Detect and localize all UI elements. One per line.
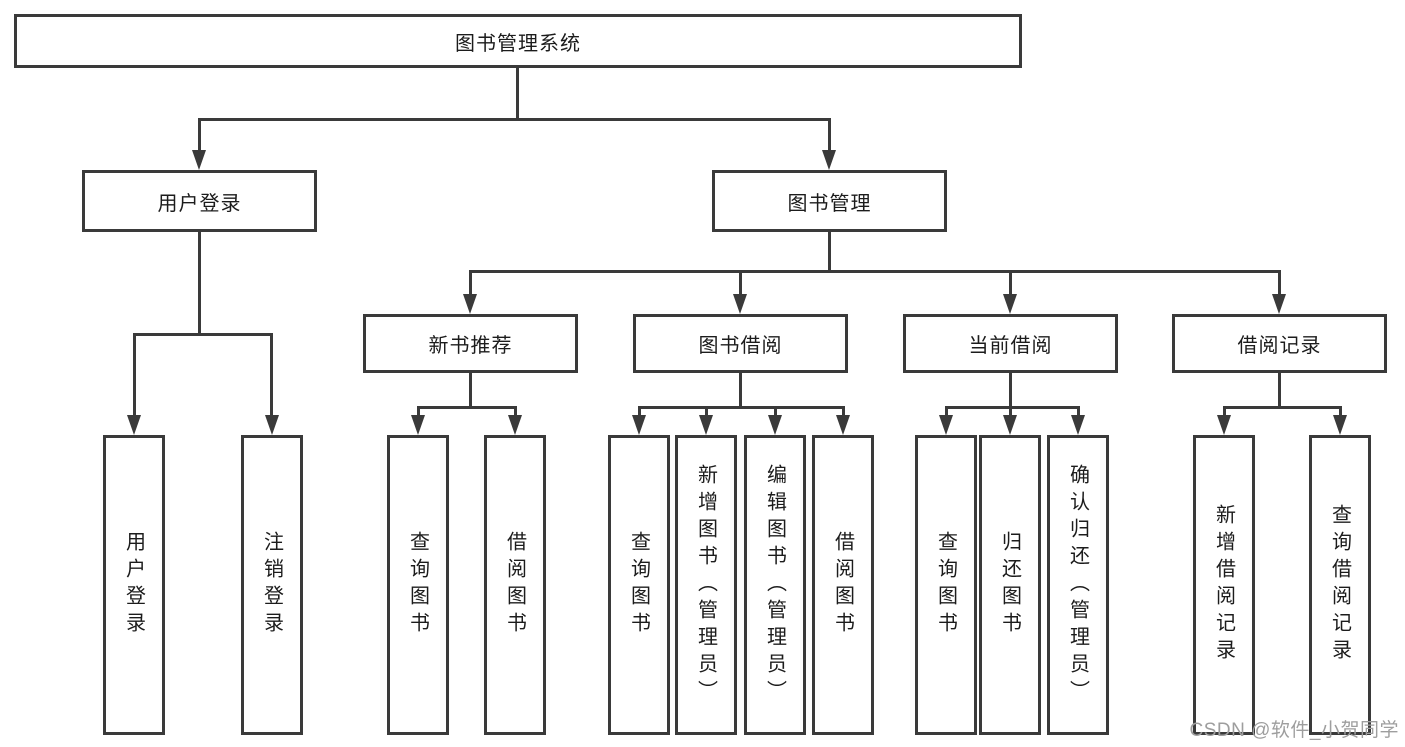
connector-drop-bb-query bbox=[638, 406, 641, 416]
connector-root-stem bbox=[516, 68, 519, 120]
connector-drop-book-borrow bbox=[739, 270, 742, 295]
node-leaf-br-add-record: 新增借阅记录 bbox=[1193, 435, 1255, 735]
arrowhead-bb-add bbox=[699, 415, 713, 435]
node-leaf-bb-edit-books-label: 编辑图书（管理员） bbox=[763, 463, 786, 707]
arrowhead-bb-query bbox=[632, 415, 646, 435]
connector-user-login-branch bbox=[133, 333, 273, 336]
connector-current-borrow-stem bbox=[1009, 373, 1012, 408]
node-book-borrow: 图书借阅 bbox=[633, 314, 848, 373]
arrowhead-bb-borrow bbox=[836, 415, 850, 435]
node-book-mgmt: 图书管理 bbox=[712, 170, 947, 232]
connector-current-borrow-branch bbox=[945, 406, 1080, 409]
arrowhead-br-query bbox=[1333, 415, 1347, 435]
node-new-book-rec: 新书推荐 bbox=[363, 314, 578, 373]
arrowhead-user-login-leaf bbox=[127, 415, 141, 435]
node-leaf-nb-query-books: 查询图书 bbox=[387, 435, 449, 735]
node-new-book-rec-label: 新书推荐 bbox=[428, 335, 513, 357]
arrowhead-book-mgmt bbox=[822, 150, 836, 170]
connector-drop-book-mgmt bbox=[828, 118, 831, 151]
node-borrow-records: 借阅记录 bbox=[1172, 314, 1387, 373]
node-leaf-cb-query-books-label: 查询图书 bbox=[934, 531, 957, 639]
node-leaf-user-login: 用户登录 bbox=[103, 435, 165, 735]
connector-drop-cb-confirm bbox=[1077, 406, 1080, 416]
arrowhead-cb-query bbox=[939, 415, 953, 435]
node-leaf-bb-borrow-books: 借阅图书 bbox=[812, 435, 874, 735]
node-user-login: 用户登录 bbox=[82, 170, 317, 232]
arrowhead-br-add bbox=[1217, 415, 1231, 435]
connector-new-book-rec-stem bbox=[469, 373, 472, 408]
node-leaf-nb-borrow-books: 借阅图书 bbox=[484, 435, 546, 735]
connector-book-mgmt-stem bbox=[828, 232, 831, 272]
node-leaf-nb-query-books-label: 查询图书 bbox=[406, 531, 429, 639]
connector-level3-branch bbox=[469, 270, 1281, 273]
node-leaf-br-add-record-label: 新增借阅记录 bbox=[1212, 504, 1235, 666]
connector-drop-current-borrow bbox=[1009, 270, 1012, 295]
node-leaf-cb-return-books: 归还图书 bbox=[979, 435, 1041, 735]
connector-book-borrow-branch bbox=[638, 406, 845, 409]
connector-drop-bb-add bbox=[705, 406, 708, 416]
connector-book-borrow-stem bbox=[739, 373, 742, 408]
connector-drop-cb-return bbox=[1009, 406, 1012, 416]
connector-new-book-rec-branch bbox=[417, 406, 517, 409]
connector-drop-nb-query bbox=[417, 406, 420, 416]
node-leaf-user-login-label: 用户登录 bbox=[122, 531, 145, 639]
node-leaf-logout: 注销登录 bbox=[241, 435, 303, 735]
node-leaf-bb-query-books-label: 查询图书 bbox=[627, 531, 650, 639]
arrowhead-nb-borrow bbox=[508, 415, 522, 435]
node-leaf-cb-confirm-return: 确认归还（管理员） bbox=[1047, 435, 1109, 735]
connector-drop-bb-edit bbox=[774, 406, 777, 416]
node-borrow-records-label: 借阅记录 bbox=[1237, 335, 1322, 357]
connector-drop-user-login bbox=[198, 118, 201, 151]
node-book-borrow-label: 图书借阅 bbox=[698, 335, 783, 357]
node-leaf-nb-borrow-books-label: 借阅图书 bbox=[503, 531, 526, 639]
node-leaf-cb-confirm-return-label: 确认归还（管理员） bbox=[1066, 463, 1089, 707]
connector-drop-new-book-rec bbox=[469, 270, 472, 295]
node-library-system: 图书管理系统 bbox=[14, 14, 1022, 68]
arrowhead-nb-query bbox=[411, 415, 425, 435]
connector-drop-br-query bbox=[1339, 406, 1342, 416]
connector-drop-logout-leaf bbox=[270, 333, 273, 415]
node-leaf-cb-return-books-label: 归还图书 bbox=[998, 531, 1021, 639]
arrowhead-borrow-records bbox=[1272, 294, 1286, 314]
arrowhead-user-login bbox=[192, 150, 206, 170]
connector-user-login-stem bbox=[198, 232, 201, 335]
connector-drop-br-add bbox=[1223, 406, 1226, 416]
node-user-login-label: 用户登录 bbox=[157, 192, 242, 215]
connector-borrow-records-branch bbox=[1223, 406, 1342, 409]
node-book-mgmt-label: 图书管理 bbox=[787, 192, 872, 215]
connector-level1-branch bbox=[198, 118, 831, 121]
node-leaf-br-query-record: 查询借阅记录 bbox=[1309, 435, 1371, 735]
connector-drop-user-login-leaf bbox=[133, 333, 136, 415]
csdn-watermark: CSDN @软件_小贺同学 bbox=[1189, 720, 1399, 741]
connector-drop-cb-query bbox=[945, 406, 948, 416]
arrowhead-current-borrow bbox=[1003, 294, 1017, 314]
connector-drop-bb-borrow bbox=[842, 406, 845, 416]
node-leaf-bb-add-books: 新增图书（管理员） bbox=[675, 435, 737, 735]
connector-borrow-records-stem bbox=[1278, 373, 1281, 408]
node-leaf-logout-label: 注销登录 bbox=[260, 531, 283, 639]
node-library-system-label: 图书管理系统 bbox=[455, 32, 581, 55]
arrowhead-cb-return bbox=[1003, 415, 1017, 435]
connector-drop-nb-borrow bbox=[514, 406, 517, 416]
connector-drop-borrow-records bbox=[1278, 270, 1281, 295]
node-current-borrow: 当前借阅 bbox=[903, 314, 1118, 373]
node-leaf-bb-query-books: 查询图书 bbox=[608, 435, 670, 735]
arrowhead-cb-confirm bbox=[1071, 415, 1085, 435]
node-leaf-bb-borrow-books-label: 借阅图书 bbox=[831, 531, 854, 639]
node-leaf-br-query-record-label: 查询借阅记录 bbox=[1328, 504, 1351, 666]
arrowhead-book-borrow bbox=[733, 294, 747, 314]
node-leaf-bb-add-books-label: 新增图书（管理员） bbox=[694, 463, 717, 707]
arrowhead-bb-edit bbox=[768, 415, 782, 435]
arrowhead-logout-leaf bbox=[265, 415, 279, 435]
node-current-borrow-label: 当前借阅 bbox=[968, 335, 1053, 357]
node-leaf-bb-edit-books: 编辑图书（管理员） bbox=[744, 435, 806, 735]
node-leaf-cb-query-books: 查询图书 bbox=[915, 435, 977, 735]
arrowhead-new-book-rec bbox=[463, 294, 477, 314]
